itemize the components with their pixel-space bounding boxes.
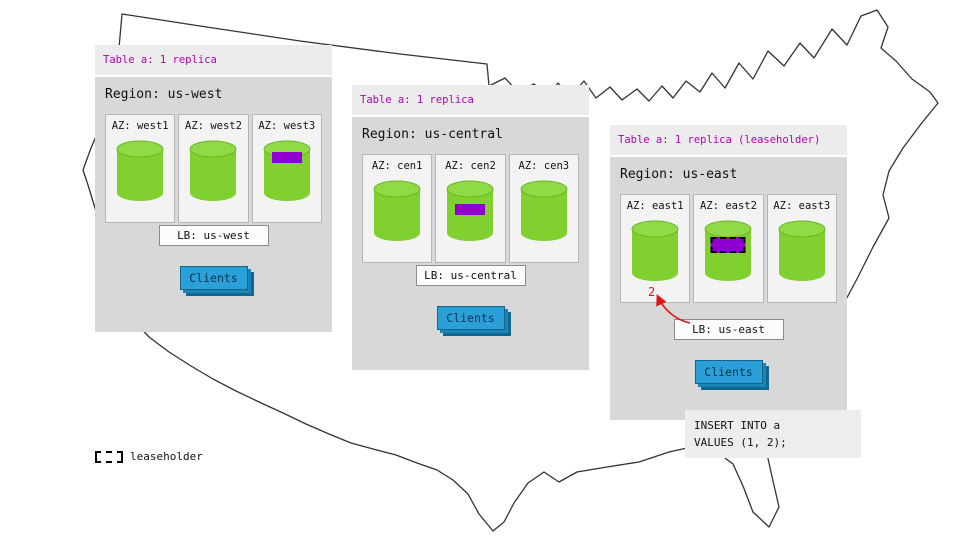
clients-button: Clients: [436, 306, 505, 330]
az-row: AZ: west1 AZ: west2: [105, 114, 322, 223]
az-label: AZ: east3: [773, 200, 831, 212]
database-cylinder: [372, 180, 422, 242]
az-label: AZ: cen2: [445, 160, 496, 172]
region-panel-body: Region: us-central AZ: cen1 AZ: cen2: [352, 117, 589, 370]
region-panel-us-west: Table a: 1 replica Region: us-west AZ: w…: [95, 45, 332, 332]
region-panel-us-central: Table a: 1 replica Region: us-central AZ…: [352, 85, 589, 370]
az-box-cen1: AZ: cen1: [362, 154, 433, 263]
region-panel-body: Region: us-east AZ: east1 AZ: east2: [610, 157, 847, 420]
leaseholder-swatch-icon: [95, 450, 123, 463]
az-label: AZ: west1: [111, 120, 169, 132]
load-balancer-us-central: LB: us-central: [415, 265, 526, 286]
replica-range-bar: [271, 152, 302, 163]
az-label: AZ: cen3: [518, 160, 570, 172]
cylinder-icon: [520, 180, 568, 241]
leaseholder-range-bar: [710, 237, 746, 253]
region-panel-us-east: Table a: 1 replica (leaseholder) Region:…: [610, 125, 847, 420]
az-box-cen2: AZ: cen2: [435, 154, 506, 263]
region-label: Region: us-west: [105, 87, 223, 102]
az-label: AZ: east2: [700, 200, 757, 212]
load-balancer-us-west: LB: us-west: [158, 225, 269, 246]
region-label: Region: us-central: [362, 127, 503, 142]
load-balancer-us-east: LB: us-east: [673, 319, 784, 340]
az-box-east2: AZ: east2: [693, 194, 764, 303]
cylinder-icon: [263, 140, 311, 201]
az-label: AZ: east1: [626, 200, 684, 212]
write-value-label: 2: [648, 285, 656, 299]
region-panel-body: Region: us-west AZ: west1 AZ: west2: [95, 77, 332, 332]
az-row: AZ: east1 AZ: east2: [620, 194, 837, 303]
database-cylinder: [188, 140, 238, 202]
az-label: AZ: west3: [258, 120, 316, 132]
database-cylinder: [519, 180, 569, 242]
replica-range-bar: [455, 204, 486, 215]
az-box-west1: AZ: west1: [105, 114, 176, 223]
az-label: AZ: cen1: [371, 160, 423, 172]
cylinder-icon: [446, 180, 494, 241]
az-box-west3: AZ: west3: [251, 114, 322, 223]
sql-line: INSERT INTO a: [694, 419, 781, 432]
database-cylinder: [262, 140, 312, 202]
database-cylinder: [445, 180, 495, 242]
legend-leaseholder: leaseholder: [95, 450, 203, 463]
cylinder-icon: [631, 220, 679, 281]
database-cylinder: [777, 220, 827, 282]
sql-insert-note: INSERT INTO a VALUES (1, 2);: [685, 410, 861, 459]
cylinder-icon: [116, 140, 164, 201]
cylinder-icon: [189, 140, 237, 201]
table-replica-header: Table a: 1 replica (leaseholder): [610, 125, 847, 157]
az-box-west2: AZ: west2: [178, 114, 249, 223]
database-cylinder: [115, 140, 165, 202]
cylinder-icon: [704, 220, 752, 281]
cylinder-icon: [778, 220, 826, 281]
cylinder-icon: [373, 180, 421, 241]
az-row: AZ: cen1 AZ: cen2: [362, 154, 579, 263]
database-cylinder: [630, 220, 680, 282]
clients-button: Clients: [179, 266, 248, 290]
legend-label: leaseholder: [130, 450, 203, 463]
table-replica-header: Table a: 1 replica: [352, 85, 589, 117]
sql-line: VALUES (1, 2);: [694, 436, 787, 450]
az-box-east3: AZ: east3: [766, 194, 837, 303]
region-label: Region: us-east: [620, 167, 738, 182]
database-cylinder: [703, 220, 753, 282]
az-box-cen3: AZ: cen3: [508, 154, 579, 263]
az-label: AZ: west2: [185, 120, 242, 132]
clients-button: Clients: [694, 360, 763, 384]
table-replica-header: Table a: 1 replica: [95, 45, 332, 77]
az-box-east1: AZ: east1: [620, 194, 691, 303]
